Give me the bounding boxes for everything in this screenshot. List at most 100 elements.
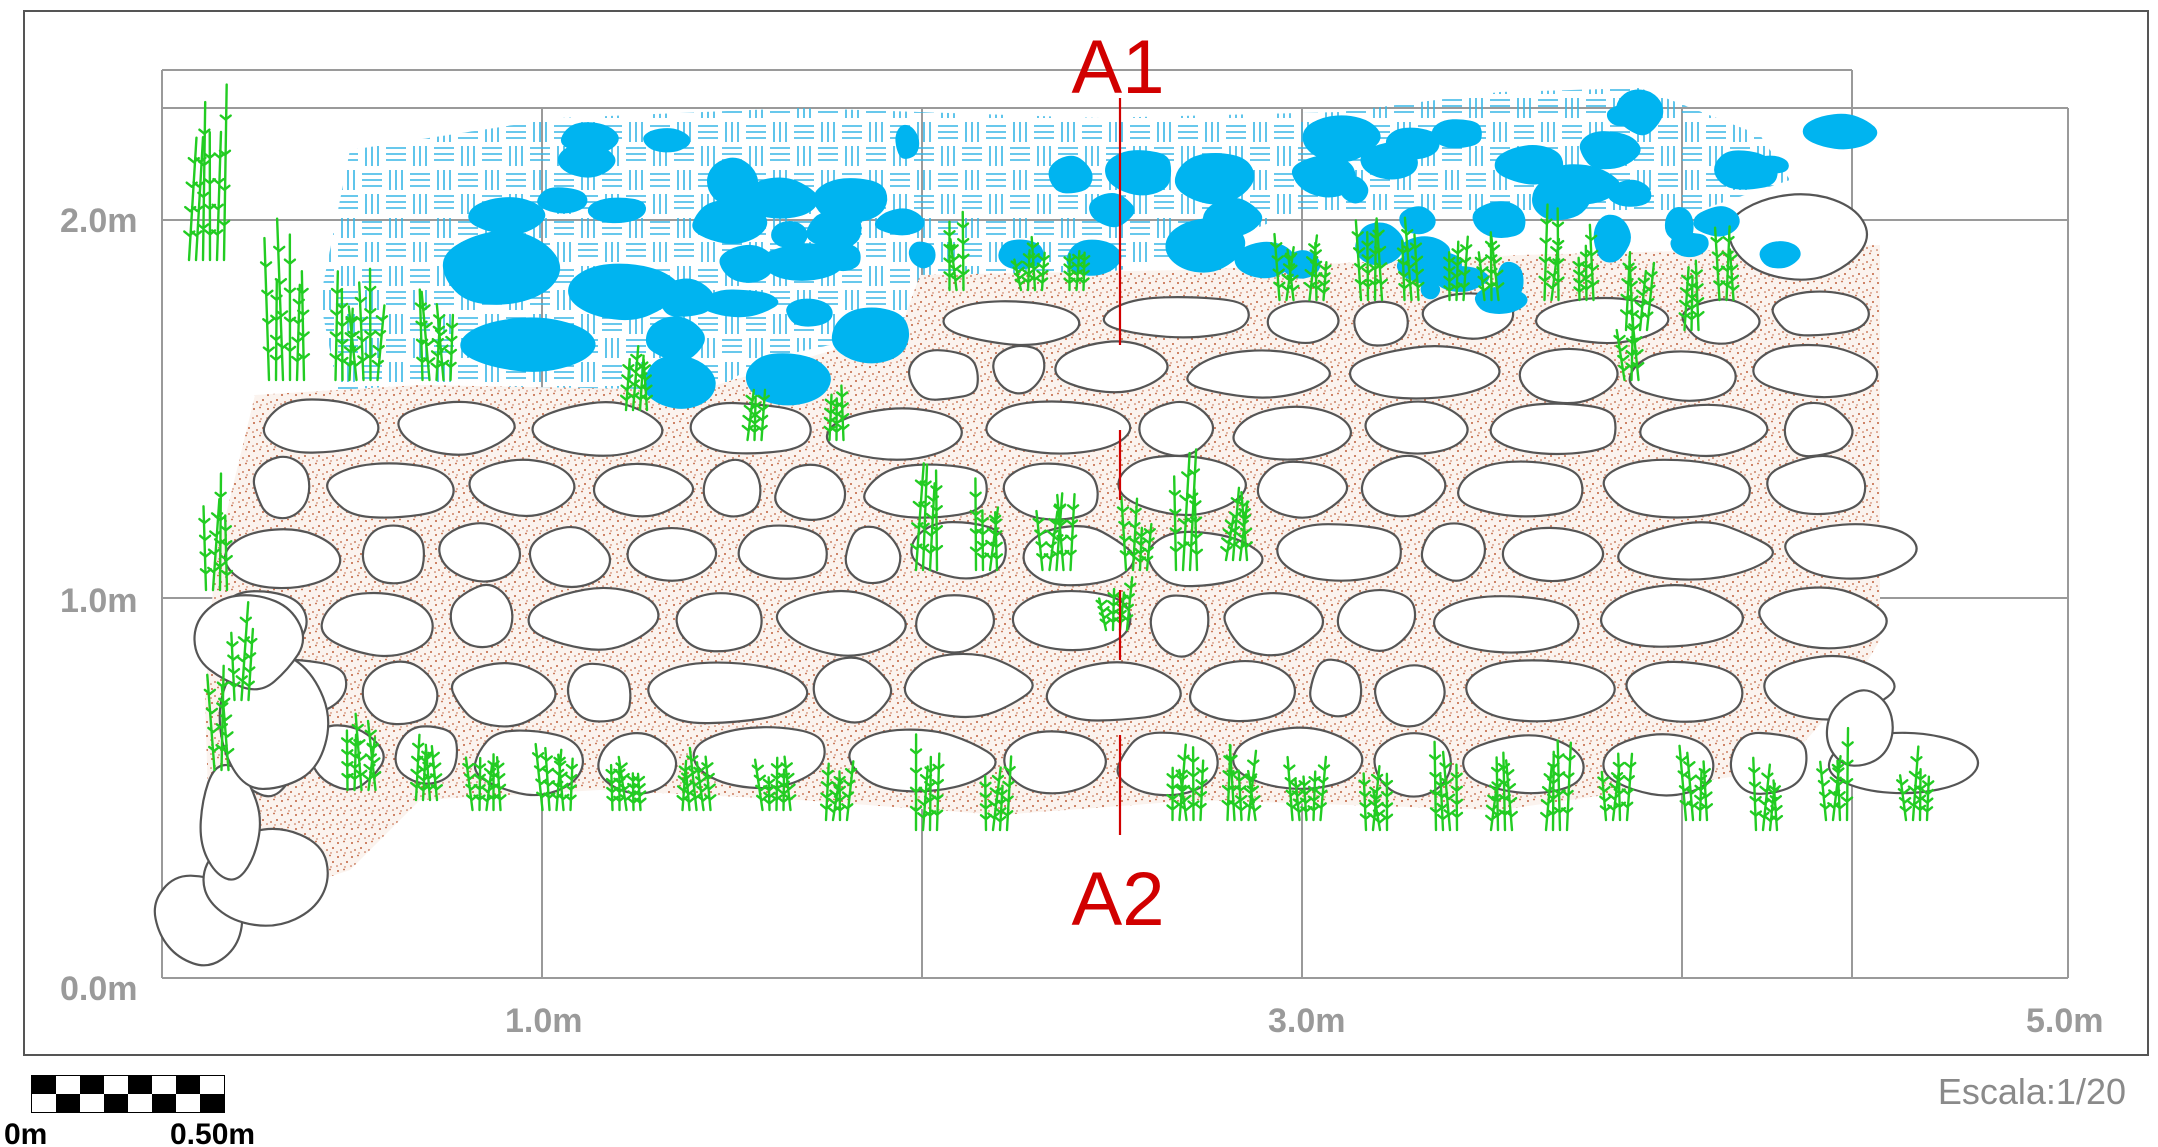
vegetation-tuft (741, 388, 770, 442)
stone-outline (985, 400, 1132, 455)
vegetation-tuft (1619, 250, 1658, 332)
scale-bar (31, 1075, 225, 1113)
vegetation-tuft (183, 83, 232, 262)
vegetation-tuft (259, 217, 311, 382)
stone-outline (1518, 347, 1619, 405)
stone-outline (626, 526, 718, 582)
fill-stone (468, 197, 546, 235)
stone-outline (1353, 300, 1409, 347)
fill-stone (831, 307, 910, 364)
vegetation-tuft (1816, 726, 1854, 822)
stone-outline (1783, 401, 1854, 458)
x-axis-label-5: 5.0m (2026, 1002, 2104, 1040)
stone-outline (531, 401, 664, 457)
scalebar-end-label: 0.50m (170, 1118, 255, 1147)
stone-outline (450, 662, 557, 728)
vegetation-tuft (203, 664, 235, 772)
fill-stone (1539, 164, 1621, 205)
fill-stone (1234, 241, 1296, 279)
stone-outline (1266, 300, 1340, 345)
fill-stone (1670, 232, 1709, 258)
stone-outline (223, 528, 342, 590)
fill-stone (1579, 131, 1641, 170)
stone-outline (702, 458, 762, 518)
vegetation-tuft (1063, 249, 1091, 292)
fill-stone (874, 208, 925, 236)
vegetation-tuft (1116, 495, 1156, 572)
scale-ratio: Escala:1/20 (1938, 1071, 2126, 1112)
fill-stone (1066, 239, 1122, 276)
y-axis-label-2: 2.0m (60, 202, 138, 240)
vegetation-tuft (910, 462, 944, 572)
vegetation-tuft (414, 288, 459, 382)
vegetation-tuft (1474, 231, 1505, 302)
stone-outline (1374, 664, 1446, 728)
fill-stone (702, 289, 779, 318)
stone-outline (1223, 592, 1325, 657)
stone-outline (1054, 340, 1169, 394)
fill-stone (786, 298, 833, 327)
vegetation-tuft (329, 267, 389, 382)
vegetation-tuft (751, 755, 797, 812)
stone-outline (903, 652, 1034, 719)
stone-outline (1617, 521, 1774, 581)
fill-stone (1399, 206, 1436, 235)
scalebar-cell (128, 1094, 152, 1112)
fill-stone (1089, 193, 1135, 228)
vegetation-tuft (531, 742, 579, 812)
vegetation-tuft (1270, 232, 1300, 302)
scalebar-cell (152, 1094, 176, 1112)
fill-stone (745, 353, 831, 406)
fill-stone (1165, 218, 1246, 273)
y-axis-label-0: 0.0m (60, 970, 138, 1008)
stone-outline (775, 589, 907, 657)
stone-outline (1364, 400, 1469, 455)
fill-stone (643, 355, 716, 409)
stone-outline (1825, 689, 1894, 767)
vegetation-tuft (909, 733, 945, 832)
fill-stone (537, 187, 588, 214)
stone-outline (449, 583, 514, 649)
stone-outline (1149, 594, 1210, 658)
fill-stone (1759, 241, 1801, 269)
vegetation-tuft (1597, 752, 1637, 822)
stone-outline (1766, 454, 1867, 516)
fill-stone (643, 128, 691, 153)
vegetation-tuft (1748, 756, 1784, 832)
fill-stone (908, 241, 936, 269)
vegetation-tuft (1710, 225, 1740, 302)
fill-stone (1802, 113, 1878, 150)
vegetation-tuft (1283, 755, 1331, 822)
vegetation-tuft (1358, 765, 1394, 832)
vegetation-tuft (1538, 203, 1565, 302)
fill-stone (1302, 115, 1381, 163)
stone-outline (1276, 523, 1402, 582)
scalebar-cell (32, 1076, 56, 1094)
vegetation-tuft (1428, 740, 1464, 832)
fill-stone (557, 143, 616, 178)
section-label-a2: A2 (1072, 857, 1165, 942)
y-axis-label-1: 1.0m (60, 582, 138, 620)
stone-outline (1465, 659, 1616, 723)
vegetation-tuft (1303, 234, 1332, 302)
stone-outline (1232, 405, 1352, 461)
stone-outline (1535, 296, 1670, 345)
vegetation-tuft (1351, 217, 1388, 302)
vegetation-tuft (1443, 235, 1473, 302)
stone-outline (774, 463, 847, 521)
stone-outline (1784, 523, 1918, 580)
vegetation-tuft (340, 712, 382, 792)
stone-outline (326, 462, 455, 519)
stone-outline (848, 728, 997, 793)
scalebar-cell (32, 1094, 56, 1112)
stone-outline (1758, 586, 1888, 650)
vegetation-tuft (409, 733, 443, 802)
vegetation-tuft (1221, 743, 1262, 822)
fill-stone (1420, 279, 1441, 300)
vegetation-tuft (819, 760, 858, 822)
fill-stone (1340, 176, 1369, 204)
vegetation-tuft (943, 210, 970, 292)
fill-stone (1593, 214, 1631, 263)
vegetation (183, 83, 1935, 832)
